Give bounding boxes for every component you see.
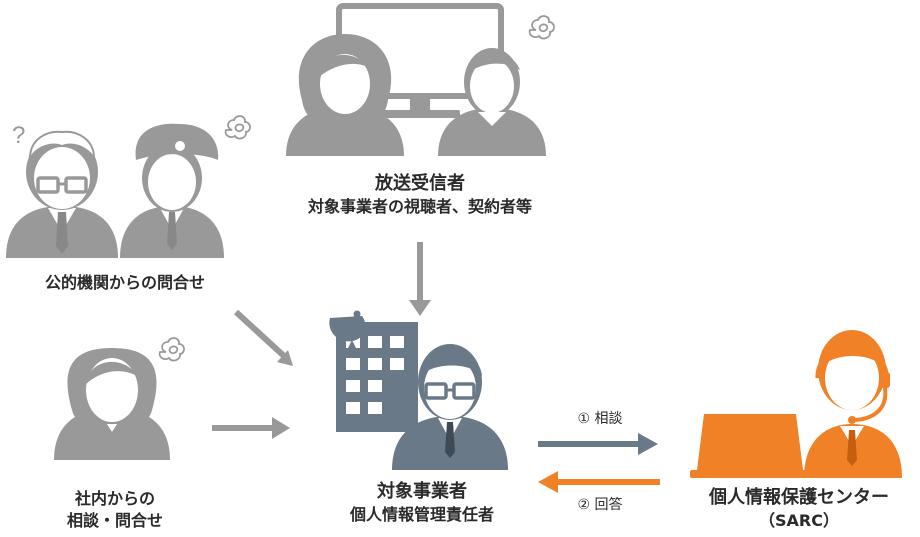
- answer-label: ② 回答: [560, 496, 640, 515]
- internal-inquiry-line1: 社内からの: [74, 489, 155, 508]
- sarc-label: 個人情報保護センター （SARC）: [680, 486, 918, 532]
- broadcast-receivers-label: 放送受信者 対象事業者の視聴者、契約者等: [262, 172, 578, 218]
- arrow-public-to-business: [233, 309, 293, 366]
- internal-inquiry-line2: 相談・問合せ: [66, 510, 163, 530]
- worry-scribble-icon: [158, 337, 185, 362]
- public-inquiry-text: 公的機関からの問合せ: [44, 273, 205, 292]
- answer-text: ② 回答: [577, 497, 623, 513]
- broadcast-receivers-subtitle: 対象事業者の視聴者、契約者等: [307, 197, 532, 217]
- arrow-receivers-to-business: [409, 242, 431, 316]
- public-inquiry-label: 公的機関からの問合せ: [0, 272, 250, 294]
- arrow-answer: [538, 471, 660, 493]
- target-business-label: 対象事業者 個人情報管理責任者: [322, 480, 522, 526]
- broadcast-receivers-title: 放送受信者: [375, 173, 465, 194]
- target-business-title: 対象事業者: [377, 481, 467, 502]
- sarc-subtitle: （SARC）: [759, 511, 839, 531]
- employee-woman-icon: [54, 348, 170, 460]
- worry-scribble-icon: [528, 15, 555, 40]
- manager-man-icon: [392, 344, 508, 470]
- operator-headset-icon: [804, 330, 902, 478]
- question-mark: ?: [12, 122, 25, 149]
- target-business-subtitle: 個人情報管理責任者: [349, 505, 494, 525]
- question-icon: ?: [12, 122, 25, 149]
- elderly-man-icon: [6, 130, 118, 258]
- satellite-dish-icon: [329, 310, 366, 352]
- consult-label: ① 相談: [560, 410, 640, 429]
- sarc-title: 個人情報保護センター: [709, 487, 889, 508]
- police-officer-icon: [120, 123, 224, 258]
- arrow-internal-to-business: [212, 417, 290, 439]
- arrow-consult: [538, 433, 658, 455]
- laptop-icon: [690, 414, 820, 478]
- internal-inquiry-label: 社内からの 相談・問合せ: [30, 488, 200, 531]
- worry-scribble-icon: [224, 115, 251, 140]
- consult-text: ① 相談: [577, 411, 623, 427]
- man-viewer-icon: [438, 48, 546, 156]
- woman-viewer-icon: [286, 34, 404, 156]
